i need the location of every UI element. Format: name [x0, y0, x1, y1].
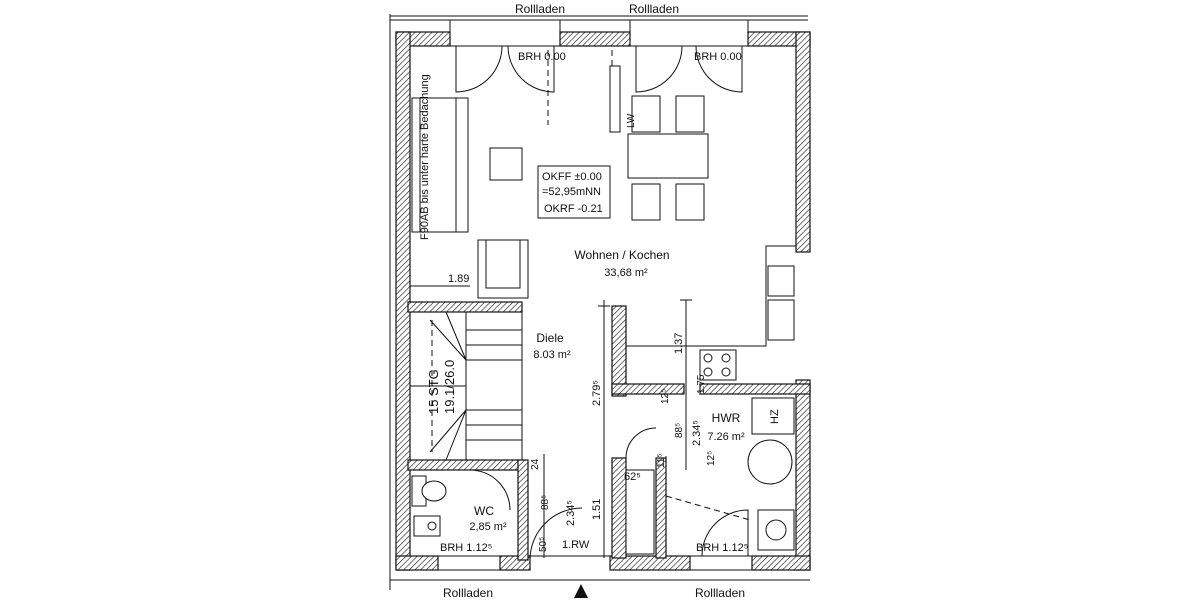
stair-rise-run: 19.1/26.0 — [442, 360, 457, 414]
dim-189: 1.89 — [448, 273, 469, 285]
dim-24: 24 — [530, 458, 541, 470]
bottom-left-shutter-label: Rollladen — [443, 586, 493, 600]
room-hall-name: Diele — [536, 331, 564, 345]
terrace-doors — [449, 19, 749, 125]
hwr-fixtures — [625, 397, 795, 557]
sill-height-wc: BRH 1.12⁵ — [440, 542, 492, 554]
armchair — [477, 239, 529, 299]
dim-151: 1.51 — [591, 499, 603, 520]
sofa — [411, 97, 469, 233]
dishwasher-label: LW — [626, 113, 637, 128]
dim-125b: 12⁵ — [706, 451, 717, 466]
dim-505: 50⁵ — [538, 537, 549, 552]
dimension-lines — [410, 285, 692, 558]
sill-height-top-left: BRH 0.00 — [518, 51, 566, 63]
dim-234-wc: 2.34⁵ — [565, 500, 577, 526]
dim-175: 1.75 — [696, 374, 707, 394]
room-utility-name: HWR — [712, 411, 741, 425]
dining-set — [627, 95, 709, 221]
top-left-shutter-label: Rollladen — [515, 2, 565, 16]
sill-height-hwr: BRH 1.12⁵ — [696, 542, 748, 554]
dim-234-hwr: 2.34⁵ — [691, 420, 703, 446]
room-hall-area: 8.03 m² — [533, 349, 571, 361]
entrance-arrow-icon — [574, 584, 588, 598]
room-living-name: Wohnen / Kochen — [574, 248, 669, 262]
sill-height-top-right: BRH 0.00 — [694, 51, 742, 63]
room-utility-area: 7.26 m² — [707, 431, 745, 443]
bottom-windows — [437, 555, 753, 571]
outer-walls — [395, 31, 811, 571]
level-okrf: OKRF -0.21 — [544, 203, 603, 215]
level-box: OKFF ±0.00 =52,95mNN OKRF -0.21 — [537, 165, 611, 219]
staircase — [409, 311, 523, 461]
dim-115: 11⁵ — [656, 453, 667, 468]
kitchen-counter — [626, 245, 796, 381]
dishwasher — [609, 65, 621, 133]
level-okff: OKFF ±0.00 — [542, 171, 602, 183]
dim-885-wc: 88⁵ — [540, 495, 551, 510]
dim-625: 62⁵ — [624, 471, 641, 483]
room-living-area: 33,68 m² — [604, 267, 648, 279]
interior-walls — [407, 301, 811, 561]
coffee-table — [489, 147, 523, 181]
level-nn: =52,95mNN — [542, 186, 601, 198]
room-wc-name: WC — [474, 504, 494, 518]
top-right-shutter-label: Rollladen — [629, 2, 679, 16]
dim-137: 1.37 — [673, 333, 685, 354]
bottom-right-shutter-label: Rollladen — [695, 586, 745, 600]
wc-fixtures — [411, 469, 511, 537]
stair-steps: 15 STG — [426, 369, 441, 414]
heater-label: HZ — [769, 409, 781, 424]
room-wc-area: 2,85 m² — [469, 521, 507, 533]
dim-885-hwr: 88⁵ — [674, 423, 685, 438]
entrance-label: 1.RW — [562, 539, 590, 551]
dim-279: 2.79⁵ — [591, 380, 603, 406]
dim-125a: 12⁵ — [660, 389, 671, 404]
entrance-door — [529, 507, 610, 598]
fire-wall-note: F90AB bis unter harte Bedachung — [419, 74, 431, 240]
